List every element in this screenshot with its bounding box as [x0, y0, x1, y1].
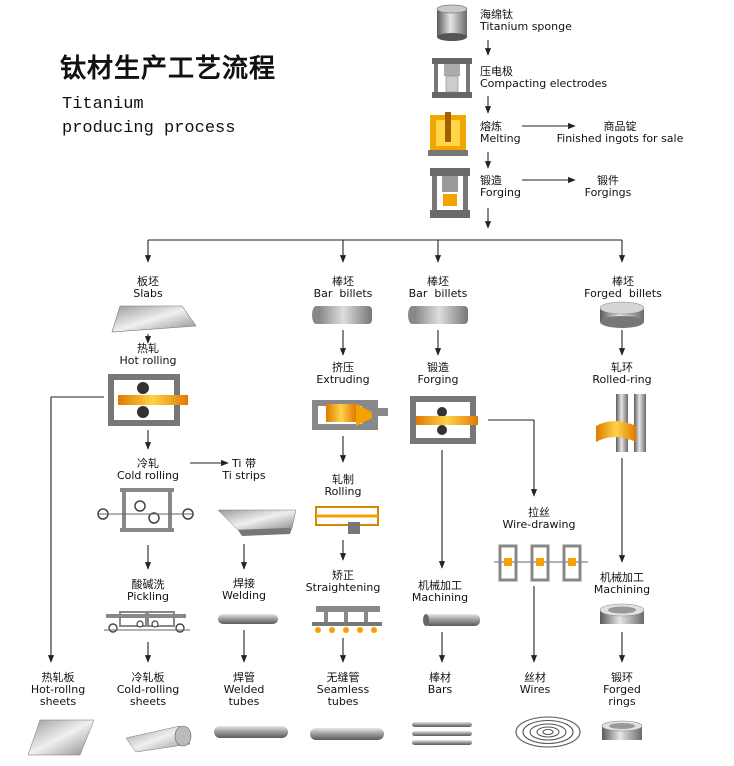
wire-coil-icon — [515, 716, 581, 748]
top-chain-arrows — [484, 40, 576, 229]
title-english-line2: producing process — [62, 119, 236, 138]
title-chinese: 钛材生产工艺流程 — [60, 54, 277, 84]
pickling-tank-icon — [104, 611, 190, 633]
hot-rolling-mill-icon — [108, 374, 188, 426]
bar-forging-press-icon — [410, 396, 478, 444]
bar-branch-arrows — [438, 419, 538, 663]
forged-ring-icon — [601, 720, 643, 740]
hot-sheet-arrow — [47, 396, 104, 663]
cold-rolling-mill-icon — [97, 488, 194, 532]
ring-rolling-mill-icon — [596, 394, 646, 452]
machined-ring-icon — [599, 603, 645, 624]
machined-bar-icon — [423, 614, 480, 626]
compacting-press-icon — [432, 58, 472, 98]
forging-press-icon — [430, 168, 470, 218]
rolling-tube-icon — [315, 506, 379, 534]
bars-icon — [412, 722, 472, 745]
bar-billet-icon-2 — [408, 306, 468, 324]
ti-strip-icon — [217, 509, 297, 536]
extruding-press-icon — [312, 400, 388, 430]
hot-rolling-sheet-icon — [27, 719, 95, 756]
seamless-tube-icon — [310, 728, 384, 740]
slab-icon — [111, 305, 197, 333]
cold-rolling-sheet-roll-icon — [125, 725, 192, 753]
forged-billet-icon — [599, 301, 645, 328]
wire-drawing-machine-icon — [494, 544, 588, 582]
title-english-line1: Titanium — [62, 95, 144, 114]
melting-furnace-icon — [428, 112, 468, 156]
welding-tube-icon — [218, 614, 278, 624]
titanium-sponge-icon — [436, 4, 468, 41]
straightening-machine-icon — [312, 606, 382, 633]
welded-tube-icon — [214, 726, 288, 738]
bar-billet-icon-1 — [312, 306, 372, 324]
distribution-arrows — [144, 239, 626, 263]
